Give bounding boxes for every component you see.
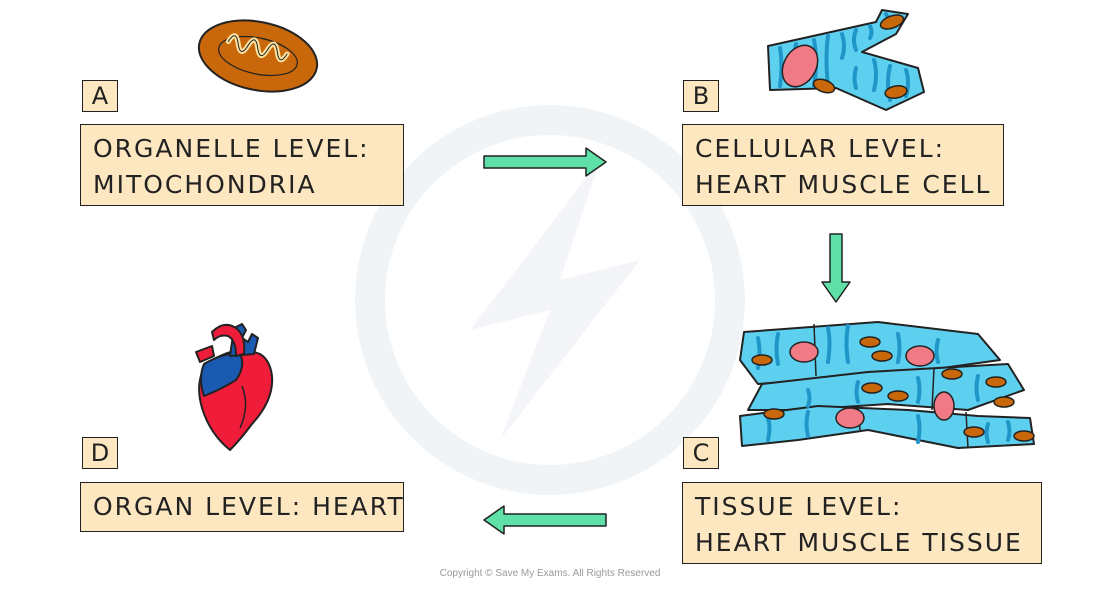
- arrow-right: [483, 147, 607, 177]
- box-cellular-level: CELLULAR LEVEL: HEART MUSCLE CELL: [682, 124, 1004, 206]
- box-tissue-level: TISSUE LEVEL: HEART MUSCLE TISSUE: [682, 482, 1042, 564]
- box-organ-level: ORGAN LEVEL: HEART: [80, 482, 404, 532]
- copyright-text: Copyright © Save My Exams. All Rights Re…: [439, 568, 661, 579]
- watermark-logo: [355, 105, 745, 495]
- tissue-line1: TISSUE LEVEL:: [695, 492, 903, 521]
- arrow-left: [483, 505, 607, 535]
- organ-line1: ORGAN LEVEL: HEART: [93, 492, 405, 521]
- tissue-line2: HEART MUSCLE TISSUE: [695, 528, 1023, 557]
- organelle-line1: ORGANELLE LEVEL:: [93, 134, 370, 163]
- box-organelle-level: ORGANELLE LEVEL: MITOCHONDRIA: [80, 124, 404, 206]
- cellular-line2: HEART MUSCLE CELL: [695, 170, 992, 199]
- label-b: B: [683, 80, 719, 112]
- heart-muscle-cell-icon: [767, 9, 925, 111]
- arrow-down: [821, 233, 851, 303]
- heart-muscle-tissue-icon: [739, 321, 1035, 449]
- heart-icon: [195, 323, 274, 451]
- label-d: D: [82, 437, 118, 469]
- organelle-line2: MITOCHONDRIA: [93, 170, 317, 199]
- label-a: A: [82, 80, 118, 112]
- label-c: C: [683, 437, 719, 469]
- cellular-line1: CELLULAR LEVEL:: [695, 134, 946, 163]
- mitochondrion-icon: [197, 19, 319, 93]
